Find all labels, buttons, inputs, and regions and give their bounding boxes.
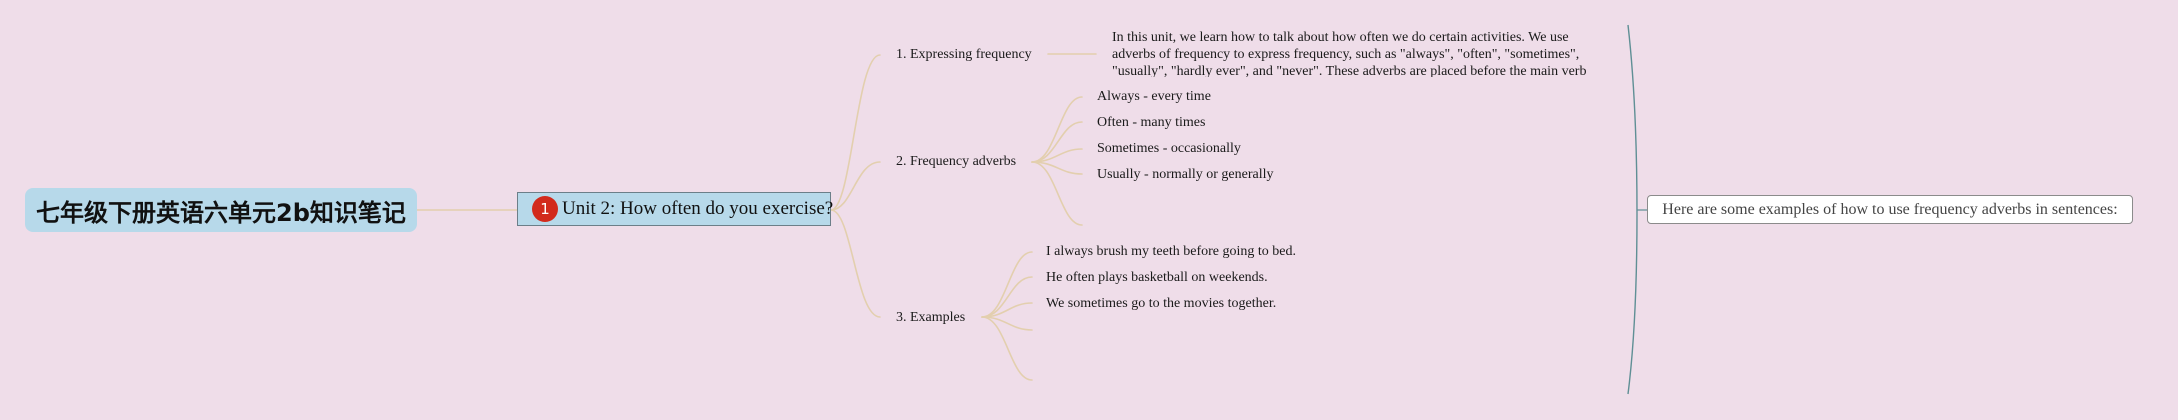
frequency-description[interactable]: In this unit, we learn how to talk about… [1112,30,1587,77]
connector-adverbs-item-5 [1031,161,1083,226]
connector-adverbs-item-1 [1031,96,1083,163]
example-item[interactable]: He often plays basketball on weekends. [1046,270,1268,285]
summary-note[interactable]: Here are some examples of how to use fre… [1647,195,2133,224]
branch-expressing-frequency[interactable]: 1. Expressing frequency [896,47,1032,62]
example-item[interactable]: We sometimes go to the movies together. [1046,296,1277,311]
summary-bracket [1627,24,1638,395]
priority-marker-icon: 1 [532,196,558,222]
adverb-item[interactable]: Often - many times [1097,115,1206,130]
topic-title: Unit 2: How often do you exercise? [562,198,834,219]
example-item[interactable]: I always brush my teeth before going to … [1046,244,1296,259]
connector-examples-item-5 [981,316,1033,381]
branch-frequency-adverbs[interactable]: 2. Frequency adverbs [896,154,1017,169]
root-node[interactable]: 七年级下册英语六单元2b知识笔记 [25,188,417,232]
connector-topic-frequency [830,54,881,211]
adverb-item[interactable]: Usually - normally or generally [1097,167,1274,182]
adverb-item[interactable]: Sometimes - occasionally [1097,141,1241,156]
root-title: 七年级下册英语六单元2b知识笔记 [36,198,406,227]
branch-examples[interactable]: 3. Examples [896,310,966,325]
connector-examples-item-1 [981,251,1033,318]
connector-topic-adverbs [830,161,881,211]
adverb-item[interactable]: Always - every time [1097,89,1211,104]
topic-node[interactable]: 1 Unit 2: How often do you exercise? [517,192,834,226]
connector-topic-examples [830,209,881,318]
summary-note-text: Here are some examples of how to use fre… [1662,200,2118,218]
